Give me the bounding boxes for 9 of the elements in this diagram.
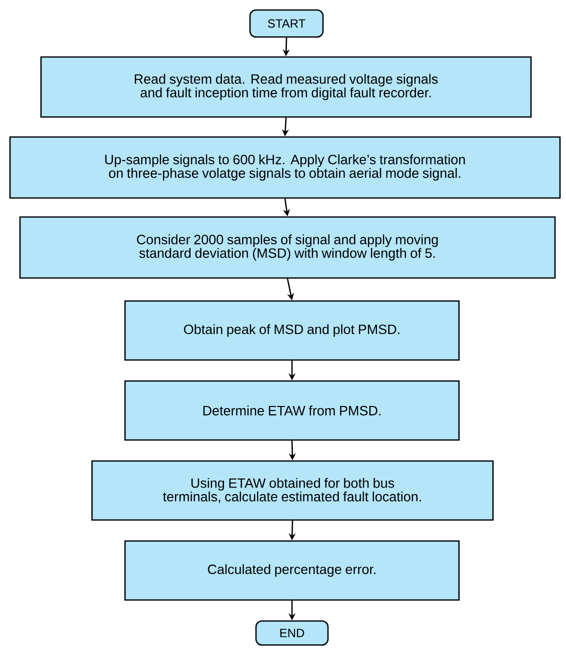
process-box: Determine ETAW from PMSD. <box>124 380 460 441</box>
process-box: Up-sample signals to 600 kHz. Apply Clarke’s transformation on three-phase volatge signals to obtain aerial mode signal. <box>9 136 561 199</box>
process-box: Using ETAW obtained for both bus terminals, calculate estimated fault location. <box>91 460 494 521</box>
process-box: Calculated percentage error. <box>124 540 460 601</box>
process-box: Consider 2000 samples of signal and apply moving standard deviation (MSD) with window length of 5. <box>19 216 556 279</box>
process-box: Obtain peak of MSD and plot PMSD. <box>124 300 460 361</box>
process-box: Read system data. Read measured voltage signals and fault inception time from digital fault recorder. <box>40 56 532 118</box>
terminal-box: END <box>255 620 329 646</box>
terminal-box: START <box>249 9 324 38</box>
